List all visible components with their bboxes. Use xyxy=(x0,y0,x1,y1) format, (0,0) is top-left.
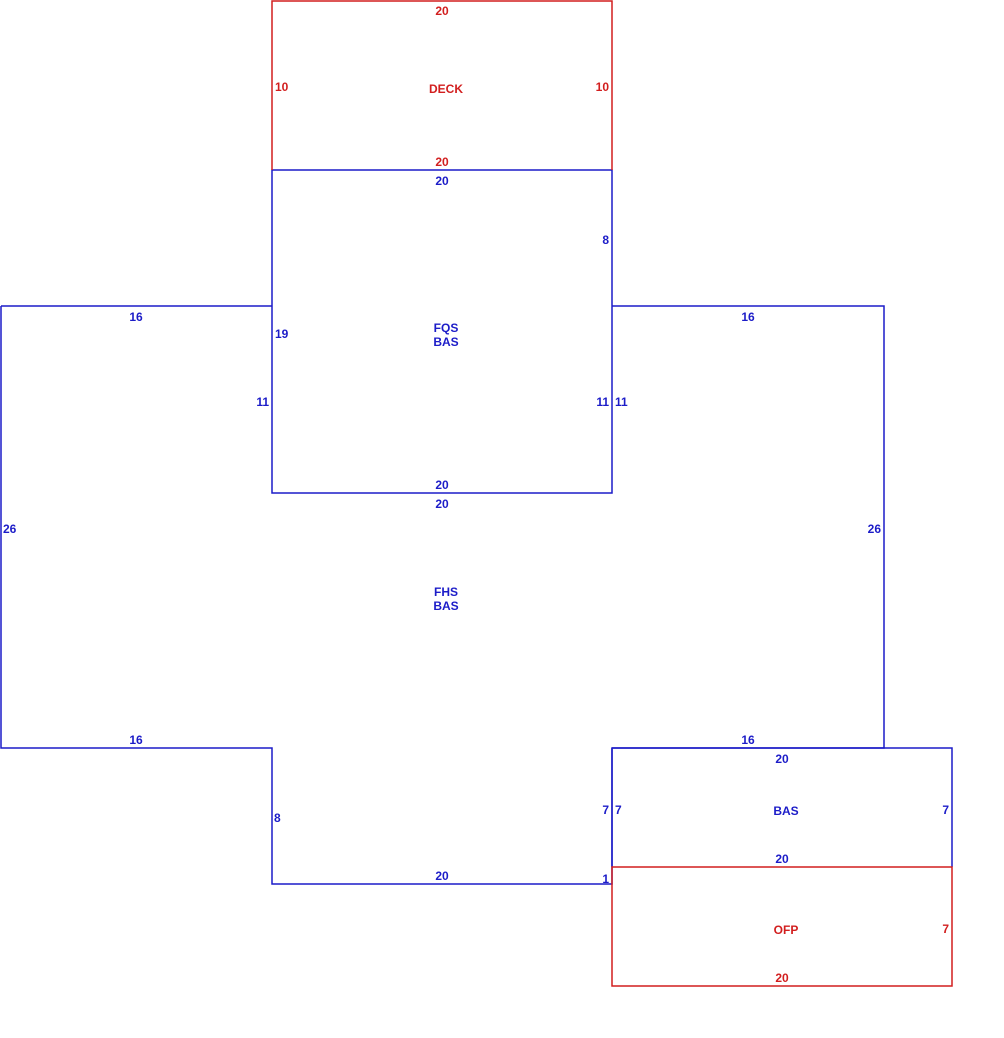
fhs-label-2: BAS xyxy=(433,599,458,613)
fhs-left-top-dim: 16 xyxy=(129,310,143,324)
fqs-right-lower-dim: 11 xyxy=(596,395,609,409)
fqs-outline xyxy=(271,169,613,494)
fhs-right-wing-inner-dim: 11 xyxy=(615,395,628,409)
fqs-label-1: FQS xyxy=(434,321,459,335)
deck-top-dim: 20 xyxy=(435,4,449,18)
fqs-right-upper-dim: 8 xyxy=(602,233,609,247)
fhs-left-drop-dim: 8 xyxy=(274,811,281,825)
ofp-bottom-dim: 20 xyxy=(775,971,789,985)
fhs-left-bottom-dim: 16 xyxy=(129,733,143,747)
deck-bottom-dim: 20 xyxy=(435,155,449,169)
fhs-right-top-dim: 16 xyxy=(741,310,755,324)
fhs-right-bottom-dim: 16 xyxy=(741,733,755,747)
fhs-bottom-dim: 20 xyxy=(435,869,449,883)
bas-right-dim: 7 xyxy=(942,803,949,817)
bas-top-dim: 20 xyxy=(775,752,789,766)
bas-label: BAS xyxy=(773,804,798,818)
fhs-right-drop-dim: 7 xyxy=(602,803,609,817)
fqs-top-dim: 20 xyxy=(435,174,449,188)
ofp-outline xyxy=(611,866,953,987)
fhs-left-side-dim: 26 xyxy=(3,522,17,536)
fhs-jog-dim: 1 xyxy=(602,872,609,886)
fqs-label-2: BAS xyxy=(433,335,458,349)
fhs-top-center-dim: 20 xyxy=(435,497,449,511)
fhs-label-1: FHS xyxy=(434,585,458,599)
deck-outline xyxy=(271,0,613,170)
bas-left-dim: 7 xyxy=(615,803,622,817)
fqs-bottom-dim: 20 xyxy=(435,478,449,492)
fhs-right-side-dim: 26 xyxy=(868,522,882,536)
deck-right-dim: 10 xyxy=(596,80,610,94)
ofp-right-dim: 7 xyxy=(942,922,949,936)
bas-bottom-dim: 20 xyxy=(775,852,789,866)
deck-left-dim: 10 xyxy=(275,80,289,94)
bas-outline xyxy=(611,747,953,867)
ofp-label: OFP xyxy=(774,923,799,937)
fhs-left-wing-inner-dim: 11 xyxy=(256,395,269,409)
fqs-left-upper-dim: 19 xyxy=(275,327,289,341)
deck-label: DECK xyxy=(429,82,463,96)
